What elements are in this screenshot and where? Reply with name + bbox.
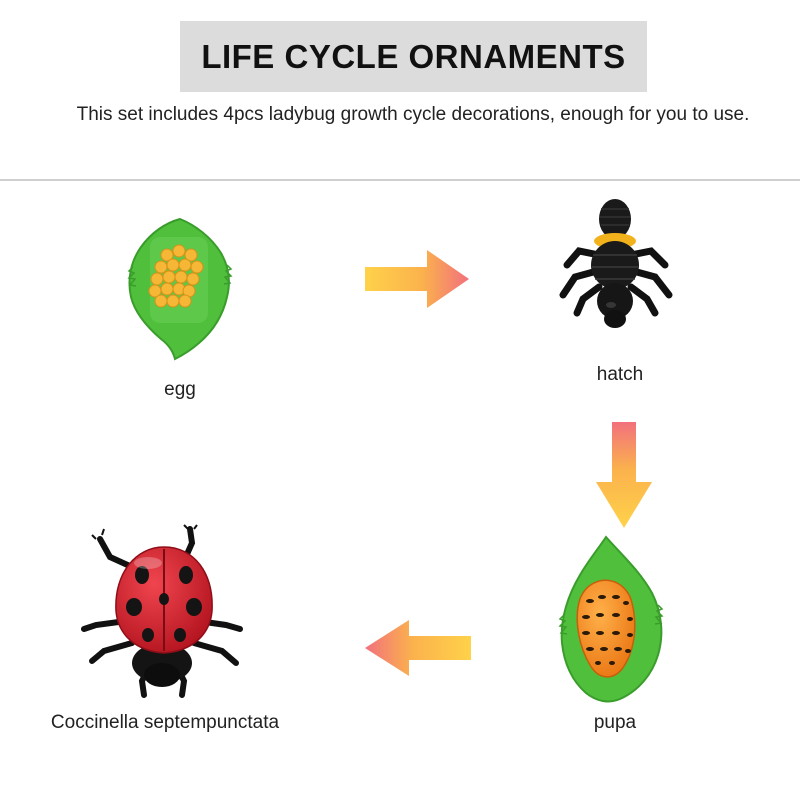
right-arrow-icon — [365, 250, 469, 308]
stage-label-pupa: pupa — [593, 712, 637, 733]
stage-label-ladybug: Coccinella septempunctata — [50, 712, 280, 733]
section-divider — [0, 179, 800, 181]
left-arrow-icon — [365, 620, 471, 676]
stage-label-egg: egg — [164, 379, 196, 400]
title-banner: LIFE CYCLE ORNAMENTS — [180, 21, 647, 92]
larva-icon — [559, 199, 673, 328]
page-title: LIFE CYCLE ORNAMENTS — [201, 37, 626, 75]
ladybug-icon — [81, 524, 243, 698]
pupa-on-leaf-icon — [558, 535, 664, 703]
page-subtitle: This set includes 4pcs ladybug growth cy… — [76, 104, 750, 125]
stage-label-hatch: hatch — [596, 364, 644, 385]
down-arrow-icon — [596, 422, 652, 528]
egg-cluster-on-leaf-icon — [127, 217, 233, 361]
